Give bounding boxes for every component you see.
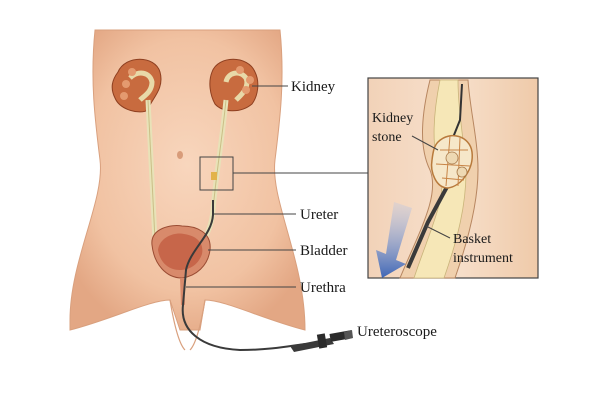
label-basket-line1: Basket <box>453 232 491 247</box>
navel <box>177 151 183 159</box>
bladder <box>151 225 211 279</box>
label-stone-line1: Kidney <box>372 111 413 126</box>
torso <box>69 29 306 331</box>
label-ureter: Ureter <box>300 207 338 223</box>
ureteroscope-cable <box>181 200 306 352</box>
thigh-line-right <box>189 299 206 351</box>
label-urethra: Urethra <box>300 280 346 296</box>
direction-arrow <box>376 202 412 278</box>
label-stone-line2: stone <box>372 130 402 145</box>
stone-leader <box>411 135 439 151</box>
label-kidney: Kidney <box>291 79 336 95</box>
thigh-line-left <box>169 299 186 351</box>
ureteroscope-handle <box>290 330 353 352</box>
kidney-right <box>209 58 259 112</box>
ureter-stone <box>211 172 217 180</box>
kidney-stone-basket <box>430 134 473 189</box>
kidney-left <box>111 58 162 113</box>
inset-panel <box>367 77 539 279</box>
label-ureteroscope: Ureteroscope <box>357 324 437 340</box>
label-basket-line2: instrument <box>453 251 513 266</box>
basket-leader <box>425 225 451 239</box>
label-bladder: Bladder <box>300 243 347 259</box>
